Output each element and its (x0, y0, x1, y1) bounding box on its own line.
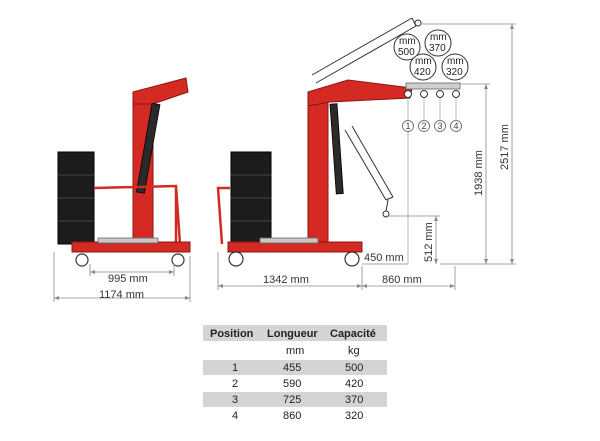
svg-text:500: 500 (345, 362, 363, 374)
boom-reach-label: 860 mm (382, 274, 422, 286)
svg-text:420: 420 (345, 378, 363, 390)
front-inner-width-dimension: 995 mm (89, 264, 175, 285)
low-hook-height-dimension: 512 mm (386, 215, 440, 264)
front-cylinder (135, 102, 161, 194)
side-handle (216, 186, 230, 245)
hook-position-2: 2 (422, 121, 427, 131)
hook-position-markers: 1 2 3 4 (402, 98, 462, 264)
table-row: 3 725 370 (232, 394, 363, 406)
side-cylinder (329, 103, 344, 195)
low-hook-height-label: 512 mm (423, 222, 435, 262)
front-legs (93, 184, 182, 245)
front-wheel-right (171, 253, 185, 267)
svg-text:860: 860 (283, 410, 301, 422)
hook-position-1: 1 (406, 121, 411, 131)
capacity-circle-3: mm 420 (409, 53, 437, 81)
svg-text:1: 1 (232, 362, 238, 374)
svg-text:590: 590 (283, 378, 301, 390)
capacity-circle-1: mm 500 (393, 33, 421, 61)
front-base (71, 241, 191, 253)
front-wheel-left (75, 253, 89, 267)
mid-height-dimension: 1938 mm (440, 83, 490, 265)
min-height-dimension: 450 mm (362, 252, 408, 265)
svg-text:mm: mm (415, 56, 432, 67)
front-inner-width-label: 995 mm (108, 273, 148, 285)
svg-text:mm: mm (430, 32, 447, 43)
side-hooks (404, 82, 461, 98)
front-view: 995 mm 1174 mm (53, 77, 191, 302)
capacity-circle-4: mm 320 (441, 53, 469, 81)
table-header-capacite: Capacité (330, 328, 376, 340)
table-header-position: Position (210, 328, 254, 340)
table-row: 1 455 500 (232, 362, 363, 374)
svg-text:725: 725 (283, 394, 301, 406)
side-boom-lower (307, 79, 413, 107)
boom-reach-dimension: 860 mm (362, 266, 456, 290)
svg-text:370: 370 (429, 43, 446, 54)
svg-text:455: 455 (283, 362, 301, 374)
max-height-dimension: 2517 mm (420, 23, 516, 265)
svg-text:320: 320 (345, 410, 363, 422)
svg-text:mm: mm (399, 36, 416, 47)
front-outer-width-label: 1174 mm (99, 289, 144, 301)
capacity-circle-2: mm 370 (424, 29, 452, 57)
front-outer-width-dimension: 1174 mm (53, 252, 191, 302)
side-wheel-left (228, 251, 244, 267)
max-height-label: 2517 mm (499, 124, 511, 170)
svg-text:3: 3 (232, 394, 238, 406)
side-wheel-right (344, 251, 360, 267)
side-length-label: 1342 mm (263, 274, 309, 286)
svg-text:4: 4 (232, 410, 238, 422)
front-boom (132, 77, 189, 105)
table-unit-capacite: kg (348, 345, 360, 357)
hook-position-4: 4 (454, 121, 459, 131)
svg-text:420: 420 (414, 67, 431, 78)
table-row: 2 590 420 (232, 378, 363, 390)
svg-text:500: 500 (398, 47, 415, 58)
svg-text:370: 370 (345, 394, 363, 406)
svg-text:2: 2 (232, 378, 238, 390)
side-base (227, 241, 363, 253)
side-mast (307, 91, 329, 243)
capacity-table: Position Longueur Capacité mm kg 1 455 5… (203, 325, 387, 422)
table-header-longueur: Longueur (267, 328, 318, 340)
table-unit-longueur: mm (286, 345, 304, 357)
min-height-label: 450 mm (364, 252, 404, 264)
side-length-dimension: 1342 mm (217, 252, 363, 290)
mid-height-label: 1938 mm (473, 150, 485, 196)
table-row: 4 860 320 (232, 410, 363, 422)
side-boom-lowered (344, 125, 394, 218)
svg-text:mm: mm (447, 56, 464, 67)
svg-text:320: 320 (446, 67, 463, 78)
side-view: mm 500 mm 370 mm 420 mm 320 1 (216, 17, 516, 290)
side-boom-raised (311, 17, 422, 84)
hook-position-3: 3 (438, 121, 443, 131)
